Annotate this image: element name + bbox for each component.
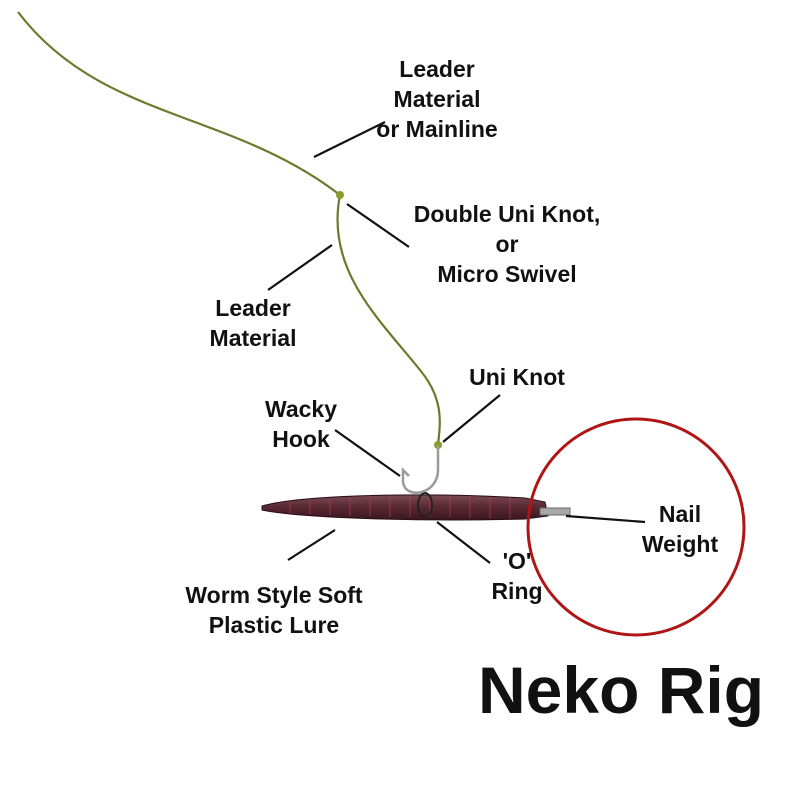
label-leader-material: Leader Material [209, 295, 297, 351]
label-double-uni-knot: Double Uni Knot, or Micro Swivel [413, 201, 601, 287]
worm-lure [261, 494, 549, 521]
o-ring-shape [417, 492, 433, 518]
nail-weight-highlight-circle [526, 417, 746, 637]
label-nail-weight: Nail Weight [641, 501, 719, 557]
mainline [17, 11, 341, 196]
label-uni-knot: Uni Knot [469, 364, 565, 390]
nail-weight-shape [539, 507, 571, 516]
double-uni-knot-dot [336, 191, 344, 199]
wacky-hook-shape [401, 445, 440, 494]
label-leader-mainline: Leader Material or Mainline [376, 56, 498, 142]
pointer-lines [267, 121, 646, 564]
label-worm-lure: Worm Style Soft Plastic Lure [185, 582, 363, 638]
label-wacky-hook: Wacky Hook [264, 396, 338, 452]
label-o-ring: 'O' Ring [491, 548, 543, 604]
diagram-title: Neko Rig [478, 653, 765, 727]
leader-line [336, 194, 441, 446]
